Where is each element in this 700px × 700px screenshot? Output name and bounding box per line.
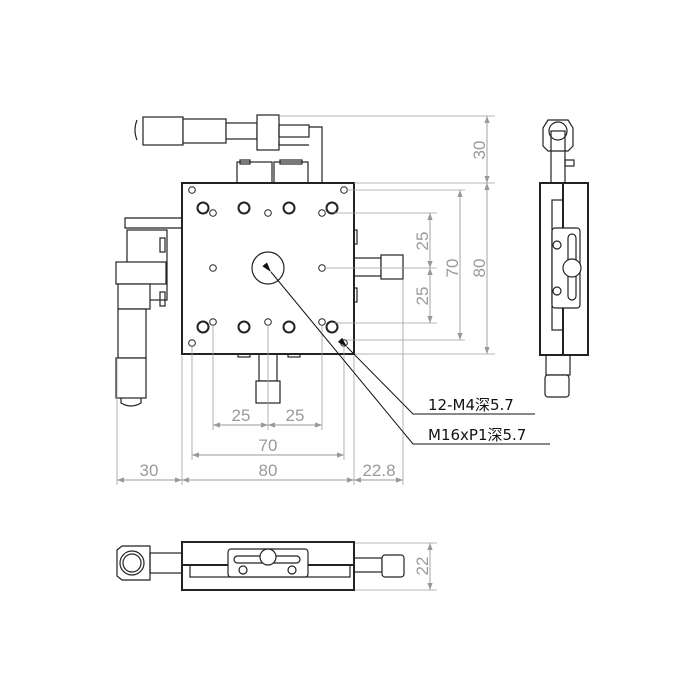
dim-side-height: 22 xyxy=(413,557,432,576)
dim-hole-span-vertical: 70 xyxy=(443,259,462,278)
callout-center-hole: M16xP1深5.7 xyxy=(428,426,526,444)
bottom-knob xyxy=(237,353,301,404)
extension-lines xyxy=(116,115,495,591)
right-side-view xyxy=(539,119,589,398)
mounting-holes xyxy=(188,186,348,347)
right-knob xyxy=(353,229,404,303)
top-view xyxy=(115,114,404,407)
dim-total-height: 80 xyxy=(470,259,489,278)
dim-right-offset: 25 xyxy=(286,406,305,425)
dim-top-height: 30 xyxy=(470,141,489,160)
dim-upper-offset: 25 xyxy=(413,232,432,251)
top-micrometer xyxy=(134,114,323,184)
dim-hole-span-horizontal: 70 xyxy=(259,436,278,455)
dim-lower-offset: 25 xyxy=(413,287,432,306)
dim-total-width: 80 xyxy=(259,461,278,480)
dim-left-offset: 25 xyxy=(232,406,251,425)
dim-right-knob: 22.8 xyxy=(362,461,395,480)
leaders xyxy=(262,262,550,445)
callout-tapped-holes: 12-M4深5.7 xyxy=(428,396,514,414)
dim-left-micrometer: 30 xyxy=(140,461,159,480)
front-view xyxy=(116,541,405,591)
left-micrometer xyxy=(115,217,182,407)
dimension-lines xyxy=(117,116,490,590)
